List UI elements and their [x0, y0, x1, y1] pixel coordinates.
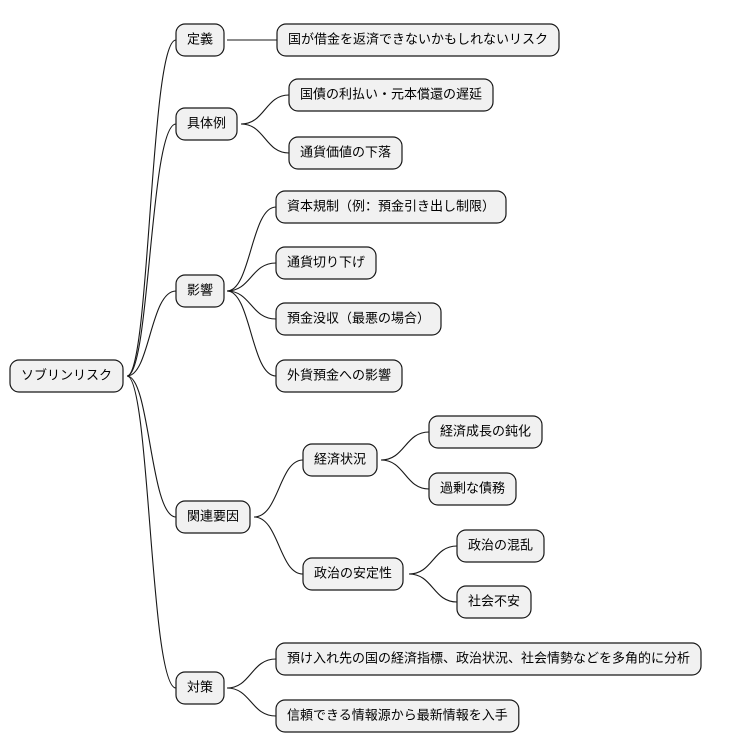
edge-economy-a1	[380, 431, 430, 461]
edge-factors-economy	[253, 459, 304, 518]
node-measures-m1-label: 預け入れ先の国の経済指標、政治状況、社会情勢などを多角的に分析	[287, 651, 690, 667]
node-measures-label: 対策	[187, 680, 213, 696]
node-politics-b1-label: 政治の混乱	[468, 539, 533, 554]
node-factors-economy: 経済状況	[302, 443, 378, 477]
edge-root-definition	[126, 39, 177, 377]
edge-root-impact	[126, 290, 177, 377]
edge-factors-politics	[253, 516, 304, 575]
node-economy-a1: 経済成長の鈍化	[428, 415, 543, 449]
node-measures-m1: 預け入れ先の国の経済指標、政治状況、社会情勢などを多角的に分析	[275, 642, 702, 676]
node-impact-i1: 資本規制（例：預金引き出し制限）	[275, 190, 507, 224]
node-examples: 具体例	[175, 107, 238, 141]
edge-examples-e2	[240, 123, 290, 154]
node-definition-d1-label: 国が借金を返済できないかもしれないリスク	[288, 32, 548, 48]
node-examples-label: 具体例	[187, 117, 226, 132]
mindmap-edges	[126, 39, 458, 717]
edge-impact-i3	[226, 290, 277, 320]
node-definition: 定義	[175, 23, 225, 57]
edge-economy-a2	[380, 459, 430, 490]
node-impact-i2: 通貨切り下げ	[275, 246, 377, 280]
mindmap-nodes: ソブリンリスク 定義 国が借金を返済できないかもしれないリスク 具体例 国債の利…	[9, 23, 702, 733]
edge-politics-b2	[408, 573, 458, 603]
node-impact-i2-label: 通貨切り下げ	[287, 255, 365, 271]
edge-root-factors	[126, 375, 177, 518]
node-examples-e2: 通貨価値の下落	[288, 136, 403, 170]
node-factors: 関連要因	[175, 500, 251, 534]
node-factors-economy-label: 経済状況	[314, 452, 366, 468]
edge-politics-b1	[408, 545, 458, 575]
edge-impact-i2	[226, 262, 277, 292]
node-examples-e1: 国債の利払い・元本償還の遅延	[288, 78, 494, 112]
node-politics-b2: 社会不安	[456, 585, 532, 619]
edge-root-examples	[126, 123, 177, 377]
node-measures-m2-label: 信頼できる情報源から最新情報を入手	[287, 708, 508, 724]
node-factors-politics-label: 政治の安定性	[314, 567, 392, 582]
node-impact-i3-label: 預金没収（最悪の場合）	[287, 311, 430, 327]
node-measures-m2: 信頼できる情報源から最新情報を入手	[275, 699, 520, 733]
node-impact-i1-label: 資本規制（例：預金引き出し制限）	[287, 199, 495, 215]
edge-measures-m1	[226, 658, 277, 689]
node-economy-a2-label: 過剰な債務	[440, 482, 505, 497]
node-examples-e1-label: 国債の利払い・元本償還の遅延	[300, 88, 482, 103]
node-economy-a1-label: 経済成長の鈍化	[440, 424, 531, 440]
node-economy-a2: 過剰な債務	[428, 472, 517, 506]
node-impact-label: 影響	[187, 283, 213, 299]
node-definition-label: 定義	[187, 32, 213, 48]
node-politics-b1: 政治の混乱	[456, 529, 545, 563]
edge-root-measures	[126, 375, 177, 689]
node-measures: 対策	[175, 671, 225, 705]
node-examples-e2-label: 通貨価値の下落	[300, 145, 391, 161]
node-impact-i4-label: 外貨預金への影響	[287, 368, 391, 384]
node-impact: 影響	[175, 274, 225, 308]
node-factors-politics: 政治の安定性	[302, 557, 404, 591]
node-root: ソブリンリスク	[9, 359, 124, 393]
node-root-label: ソブリンリスク	[21, 368, 112, 384]
node-definition-d1: 国が借金を返済できないかもしれないリスク	[276, 23, 560, 57]
node-impact-i4: 外貨預金への影響	[275, 359, 403, 393]
node-impact-i3: 預金没収（最悪の場合）	[275, 302, 442, 336]
edge-measures-m2	[226, 687, 277, 717]
node-politics-b2-label: 社会不安	[468, 594, 520, 610]
edge-impact-i1	[226, 206, 277, 292]
edge-examples-e1	[240, 94, 290, 125]
edge-impact-i4	[226, 290, 277, 377]
node-factors-label: 関連要因	[187, 510, 239, 525]
